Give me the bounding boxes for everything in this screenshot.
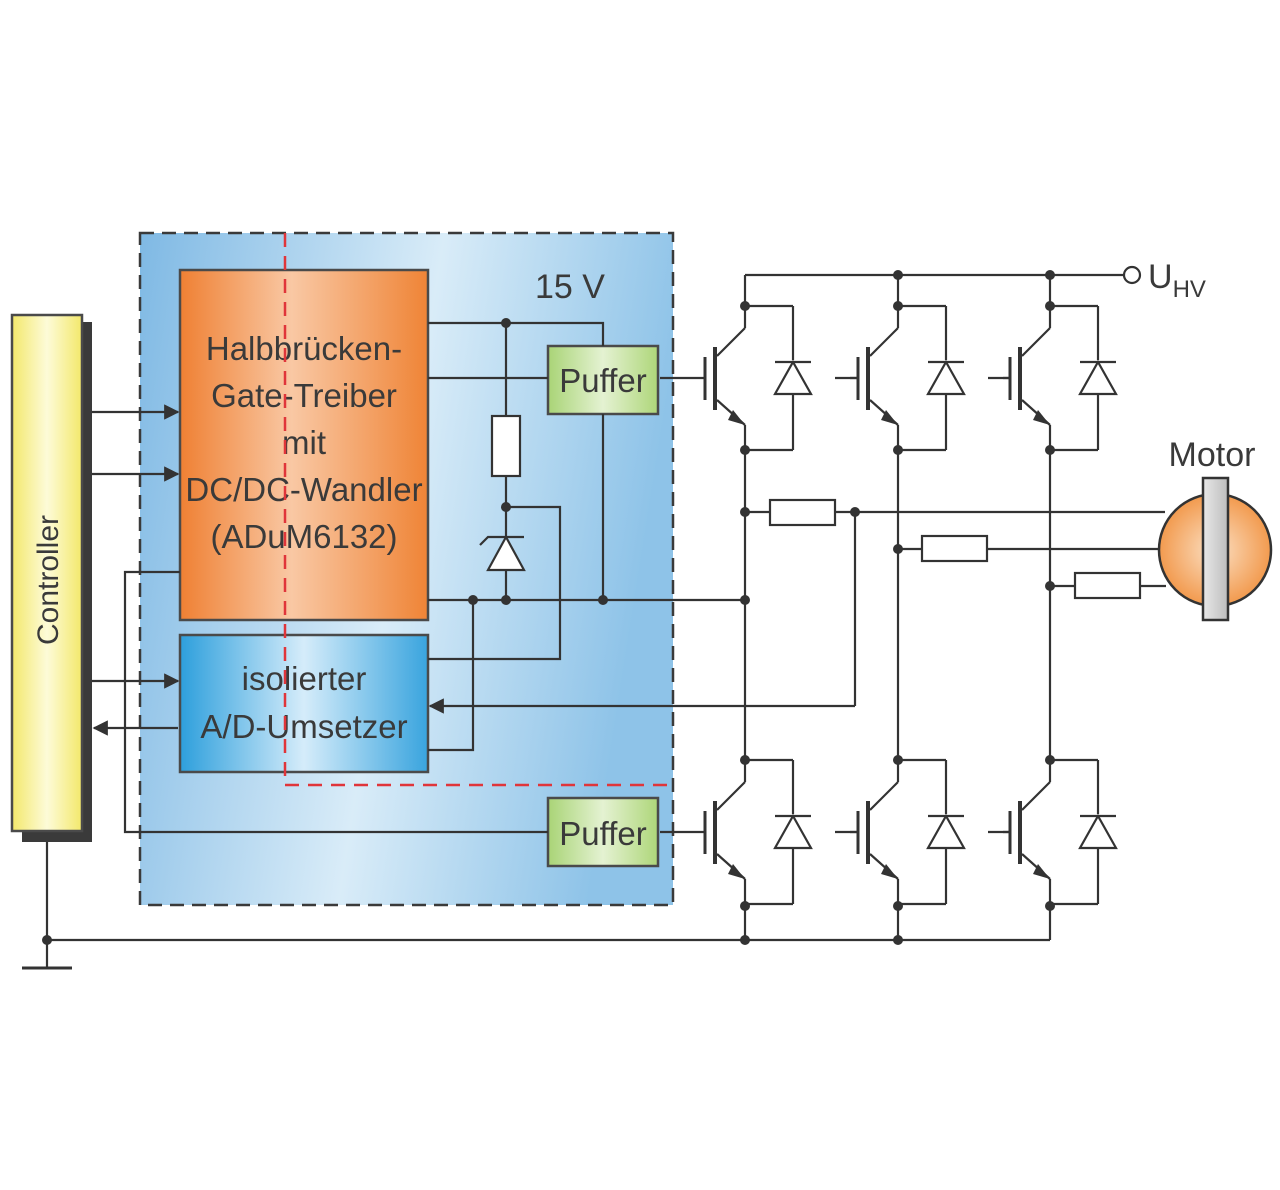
- igbt-low-1: [658, 758, 813, 906]
- adc-block: [178, 633, 430, 774]
- supply-label: UHV: [1148, 258, 1206, 303]
- igbt-high-1: [658, 304, 813, 452]
- controller-label: Controller: [32, 515, 65, 645]
- gate-driver-line3: mit: [282, 424, 326, 461]
- controller-signal-wires: [92, 404, 548, 834]
- supply-rail: [743, 265, 1142, 306]
- gate-driver-line2: Gate-Treiber: [211, 377, 397, 414]
- motor-label: Motor: [1169, 436, 1256, 474]
- buffer-top-label: Puffer: [559, 362, 646, 399]
- phase-legs: [740, 301, 1166, 765]
- buffer-bottom-label: Puffer: [559, 815, 646, 852]
- ground-rail: [22, 842, 1055, 970]
- voltage-label: 15 V: [535, 268, 605, 306]
- controller-block: [10, 313, 84, 833]
- gate-stub-mask: [812, 370, 850, 386]
- adc-line1: isolierter: [242, 660, 367, 697]
- buffer-top-block: [546, 344, 660, 416]
- motor-shaft: [1201, 476, 1230, 622]
- isolation-barrier: [283, 233, 668, 787]
- gate-driver-line5: (ADuM6132): [210, 518, 397, 555]
- driver-wiring: [428, 318, 857, 752]
- gate-driver-line4: DC/DC-Wandler: [185, 471, 422, 508]
- buffer-bottom-block: [546, 796, 660, 868]
- gate-driver-block: [178, 268, 430, 622]
- adc-line2: A/D-Umsetzer: [200, 708, 407, 745]
- gate-driver-line1: Halbbrücken-: [206, 330, 402, 367]
